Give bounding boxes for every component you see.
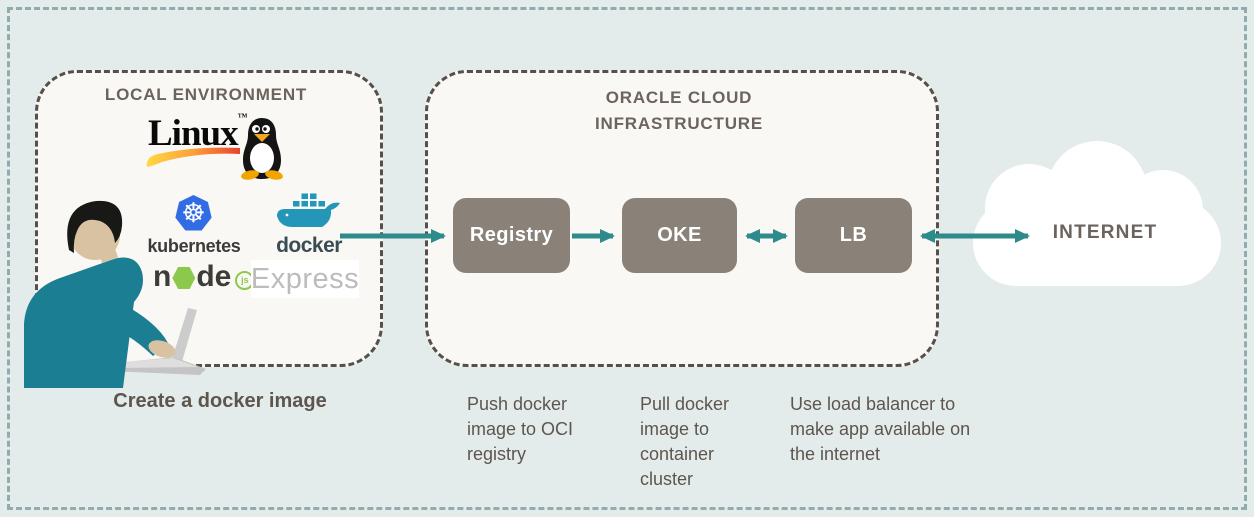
kubernetes-helm-glyph: ☸ [181,198,206,229]
caption-push-registry: Push docker image to OCI registry [467,394,574,464]
local-environment-title: LOCAL ENVIRONMENT [104,85,308,104]
internet-label: INTERNET [1052,222,1158,243]
oci-title-line1: ORACLE CLOUD [605,88,753,107]
local-caption: Create a docker image [113,390,327,412]
linux-trademark: ™ [237,112,248,123]
tux-penguin-icon [241,118,283,180]
developer-figure [24,200,176,388]
kubernetes-label: kubernetes [147,236,241,256]
kubernetes-icon: ☸ [175,195,212,231]
linux-swoosh-icon [146,147,240,167]
developer-illustration [24,200,206,388]
oci-title: ORACLE CLOUD INFRASTRUCTURE [425,85,933,137]
docker-label: docker [276,234,342,257]
node-letters-de: de [196,260,232,293]
caption-load-balancer: Use load balancer to make app available … [790,394,971,464]
node-lb: LB [795,198,912,273]
linux-wordmark: Linux™ [148,112,248,154]
node-letter-n: n [153,260,172,293]
oci-title-line2: INFRASTRUCTURE [595,114,763,133]
node-oke: OKE [622,198,737,273]
laptop-icon [106,308,206,375]
linux-logo: Linux™ [146,112,296,184]
internet-cloud-icon [973,141,1221,286]
express-logo: Express [251,260,359,298]
node-registry: Registry [453,198,570,273]
caption-pull-cluster: Pull docker image to container cluster [640,394,730,489]
docker-whale-icon [277,192,340,227]
node-hexagon-icon [172,267,196,289]
